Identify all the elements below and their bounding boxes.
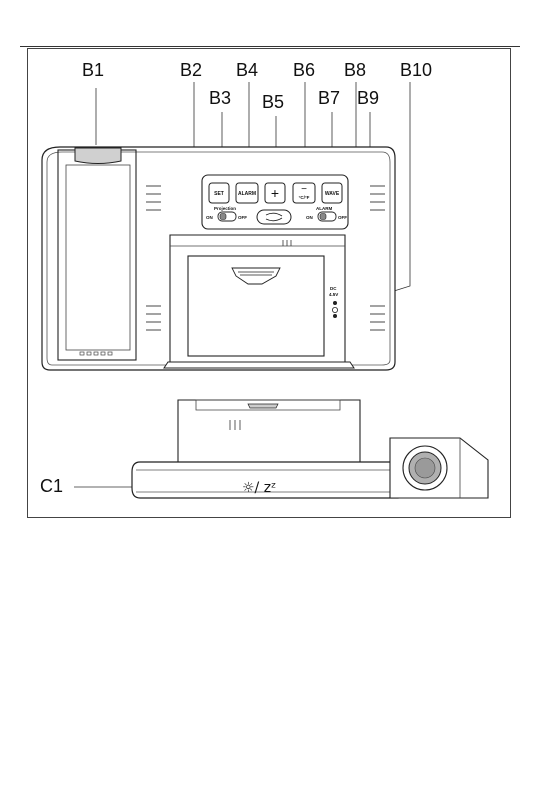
alarm-switch-label: ALARM [316,206,332,211]
plus-button[interactable]: + [265,183,285,203]
projection-switch[interactable] [218,212,236,221]
unit-toggle-label: °C/°F [299,195,310,200]
alarm-switch[interactable] [318,212,336,221]
alarm-off-label: OFF [338,215,347,220]
minus-button[interactable]: − °C/°F [293,183,315,203]
callout-c1: C1 [40,476,63,496]
rear-view: SET ALARM + − °C/°F WAVE Projection ON O… [42,147,395,370]
callout-b2: B2 [180,60,202,80]
set-button-label: SET [214,191,224,197]
callout-b5: B5 [262,92,284,112]
alarm-on-label: ON [306,215,313,220]
power-label-line1: DC [330,286,337,291]
dc-power-jack[interactable] [332,301,337,318]
wave-button[interactable]: WAVE [322,183,342,203]
callout-b9: B9 [357,88,379,108]
callout-b4: B4 [236,60,258,80]
projector-lens [75,148,121,164]
alarm-button[interactable]: ALARM [236,183,258,203]
bottom-view: ☼/ zᶻ [132,400,488,498]
callout-b1: B1 [82,60,104,80]
projection-on-label: ON [206,215,213,220]
set-button[interactable]: SET [209,183,229,203]
minus-button-label: − [301,184,307,195]
stand-body [178,400,360,462]
alarm-button-label: ALARM [238,191,256,197]
callout-b10: B10 [400,60,432,80]
projection-off-label: OFF [238,215,247,220]
callout-b3: B3 [209,88,231,108]
projection-switch-label: Projection [214,206,236,211]
callout-b6: B6 [293,60,315,80]
wave-button-label: WAVE [325,191,340,197]
power-label-line2: 4.5V [329,292,338,297]
projection-rotate-button[interactable] [257,210,291,224]
callout-b7: B7 [318,88,340,108]
light-snooze-symbol[interactable]: ☼/ zᶻ [242,480,276,496]
plus-button-label: + [271,185,279,201]
callout-b8: B8 [344,60,366,80]
battery-cover[interactable] [188,256,324,356]
